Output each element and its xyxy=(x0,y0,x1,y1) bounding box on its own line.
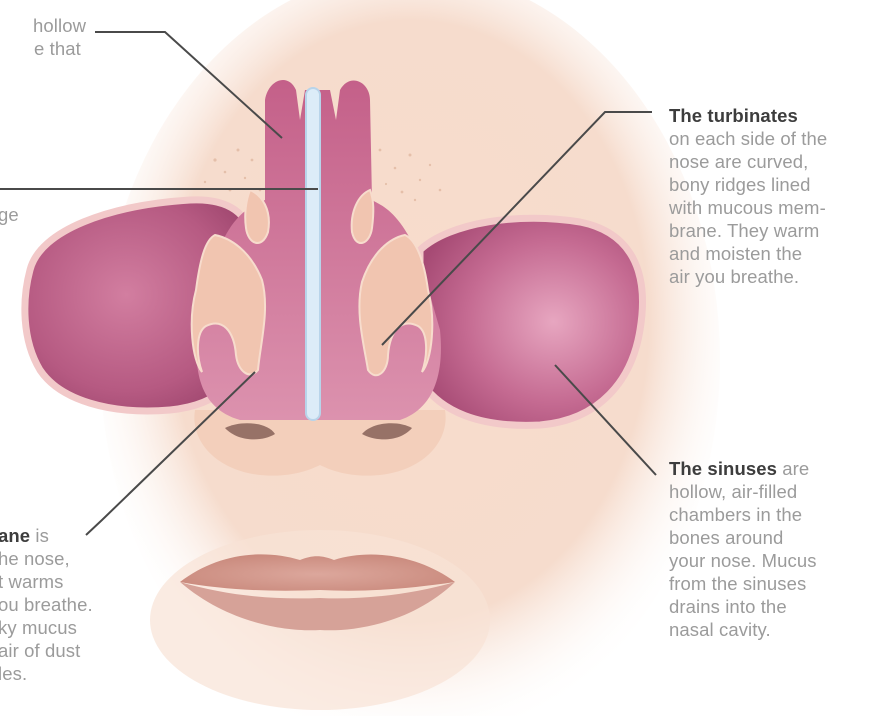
sinuses-line-5: from the sinuses xyxy=(669,572,817,595)
septum-line-1: ge xyxy=(0,203,19,226)
membrane-line-3: ou breathe. xyxy=(0,593,93,616)
membrane-line-5: air of dust xyxy=(0,639,93,662)
turbinates-label: The turbinates on each side of the nose … xyxy=(669,104,827,288)
right-maxillary-sinus xyxy=(420,218,643,425)
septum-label: ge xyxy=(0,203,19,226)
sinuses-title-line: The sinuses are xyxy=(669,457,817,480)
sinuses-label: The sinuses are hollow, air-filled chamb… xyxy=(669,457,817,641)
turbinates-line-1: on each side of the xyxy=(669,127,827,150)
sinuses-title: The sinuses xyxy=(669,458,777,479)
membrane-title: ane xyxy=(0,525,30,546)
turbinates-line-5: brane. They warm xyxy=(669,219,827,242)
nasal-cavity-line-1: hollow xyxy=(33,14,86,37)
turbinates-line-2: nose are curved, xyxy=(669,150,827,173)
membrane-line-6: les. xyxy=(0,662,93,685)
turbinates-line-4: with mucous mem- xyxy=(669,196,827,219)
membrane-label: ane is he nose, t warms ou breathe. ky m… xyxy=(0,524,93,685)
sinuses-line-1: hollow, air-filled xyxy=(669,480,817,503)
sinuses-line-3: bones around xyxy=(669,526,817,549)
sinuses-line-2: chambers in the xyxy=(669,503,817,526)
sinuses-line-6: drains into the xyxy=(669,595,817,618)
membrane-title-suffix: is xyxy=(30,525,49,546)
membrane-title-line: ane is xyxy=(0,524,93,547)
sinuses-line-7: nasal cavity. xyxy=(669,618,817,641)
membrane-line-4: ky mucus xyxy=(0,616,93,639)
sinuses-title-suffix: are xyxy=(777,458,809,479)
nasal-cavity-label: hollow e that xyxy=(33,14,86,60)
turbinates-line-3: bony ridges lined xyxy=(669,173,827,196)
membrane-line-1: he nose, xyxy=(0,547,93,570)
turbinates-line-7: air you breathe. xyxy=(669,265,827,288)
turbinates-title: The turbinates xyxy=(669,105,798,126)
turbinates-line-6: and moisten the xyxy=(669,242,827,265)
sinuses-line-4: your nose. Mucus xyxy=(669,549,817,572)
membrane-line-2: t warms xyxy=(0,570,93,593)
nasal-cavity-line-2: e that xyxy=(33,37,86,60)
nasal-septum xyxy=(306,88,320,420)
